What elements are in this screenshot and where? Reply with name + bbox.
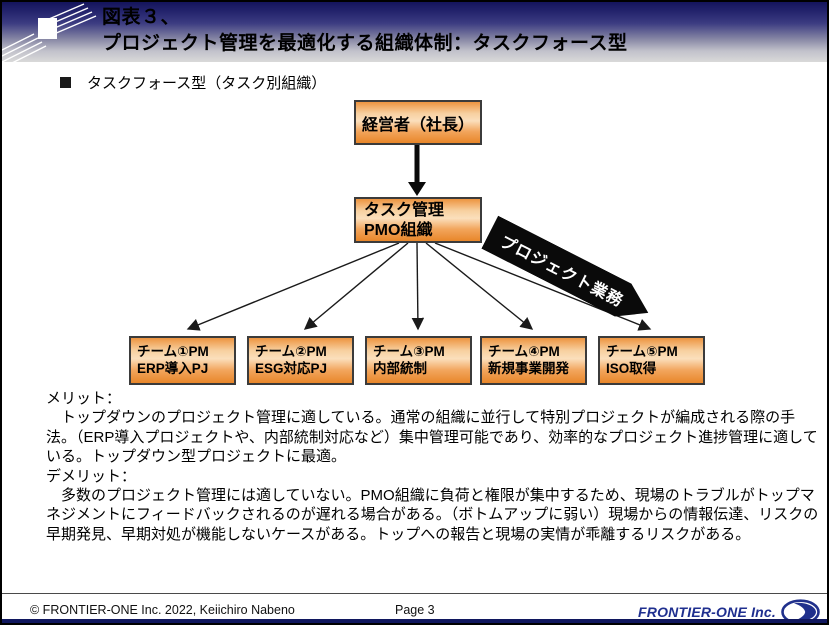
footer-copyright: © FRONTIER-ONE Inc. 2022, Keiichiro Nabe… xyxy=(30,603,295,617)
org-box-team1: チーム①PM ERP導入PJ xyxy=(129,336,236,385)
subtitle-label: タスクフォース型（タスク別組織） xyxy=(87,75,327,92)
arrow-pmo-to-team1 xyxy=(186,242,400,331)
org-box-team3: チーム③PM 内部統制 xyxy=(365,336,472,385)
footer-page-number: Page 3 xyxy=(395,603,435,617)
merit-label: メリット： xyxy=(46,390,122,407)
arrow-pmo-to-team3 xyxy=(411,242,425,331)
org-box-team2: チーム②PM ESG対応PJ xyxy=(247,336,354,385)
project-work-banner: プロジェクト業務 xyxy=(481,216,656,330)
org-box-team5: チーム⑤PM ISO取得 xyxy=(598,336,705,385)
arrow-pmo-to-team2 xyxy=(303,242,409,330)
org-box-pmo-line2: PMO組織 xyxy=(364,222,433,239)
team1-line2: ERP導入PJ xyxy=(137,361,209,376)
team5-line1: チーム⑤PM xyxy=(606,344,678,359)
team5-line2: ISO取得 xyxy=(606,361,657,376)
white-square-deco xyxy=(38,18,57,39)
frontier-one-logo-icon xyxy=(781,599,820,623)
merit-paragraph: トップダウンのプロジェクト管理に適している。通常の組織に並行して特別プロジェクト… xyxy=(46,409,818,466)
demerit-paragraph: 多数のプロジェクト管理には適していない。PMO組織に負荷と権限が集中するため、現… xyxy=(46,487,819,543)
team3-line2: 内部統制 xyxy=(373,361,427,376)
org-box-pmo: タスク管理 PMO組織 xyxy=(354,197,482,243)
page-title-line1: 図表３、 xyxy=(102,7,181,28)
square-bullet-icon xyxy=(60,77,71,88)
demerit-label: デメリット： xyxy=(46,467,137,485)
org-box-team4: チーム④PM 新規事業開発 xyxy=(480,336,587,385)
org-box-pmo-line1: タスク管理 xyxy=(364,202,445,219)
team4-line1: チーム④PM xyxy=(488,344,560,359)
team2-line1: チーム②PM xyxy=(255,344,327,359)
bottom-brand-line xyxy=(2,619,827,623)
arrowhead-ceo-to-pmo xyxy=(408,182,426,196)
footer-brand: FRONTIER-ONE Inc. xyxy=(638,599,821,623)
footer-divider xyxy=(2,593,827,594)
header-band: 図表３、 プロジェクト管理を最適化する組織体制：タスクフォース型 xyxy=(2,2,827,64)
header-corner-decoration xyxy=(2,3,97,64)
org-box-ceo: 経営者（社長） xyxy=(354,100,482,145)
team2-line2: ESG対応PJ xyxy=(255,361,328,376)
subtitle: タスクフォース型（タスク別組織） xyxy=(60,72,326,93)
team1-line1: チーム①PM xyxy=(137,344,209,359)
org-box-ceo-label: 経営者（社長） xyxy=(361,116,474,134)
brand-name: FRONTIER-ONE Inc. xyxy=(638,604,776,620)
project-work-banner-label: プロジェクト業務 xyxy=(497,233,627,310)
page-title: 図表３、 プロジェクト管理を最適化する組織体制：タスクフォース型 xyxy=(102,5,628,57)
team4-line2: 新規事業開発 xyxy=(488,361,569,376)
merit-demerit-text: メリット： トップダウンのプロジェクト管理に適している。通常の組織に並行して特別… xyxy=(46,389,822,544)
page-title-line2: プロジェクト管理を最適化する組織体制：タスクフォース型 xyxy=(102,33,628,54)
team3-line1: チーム③PM xyxy=(373,344,445,359)
